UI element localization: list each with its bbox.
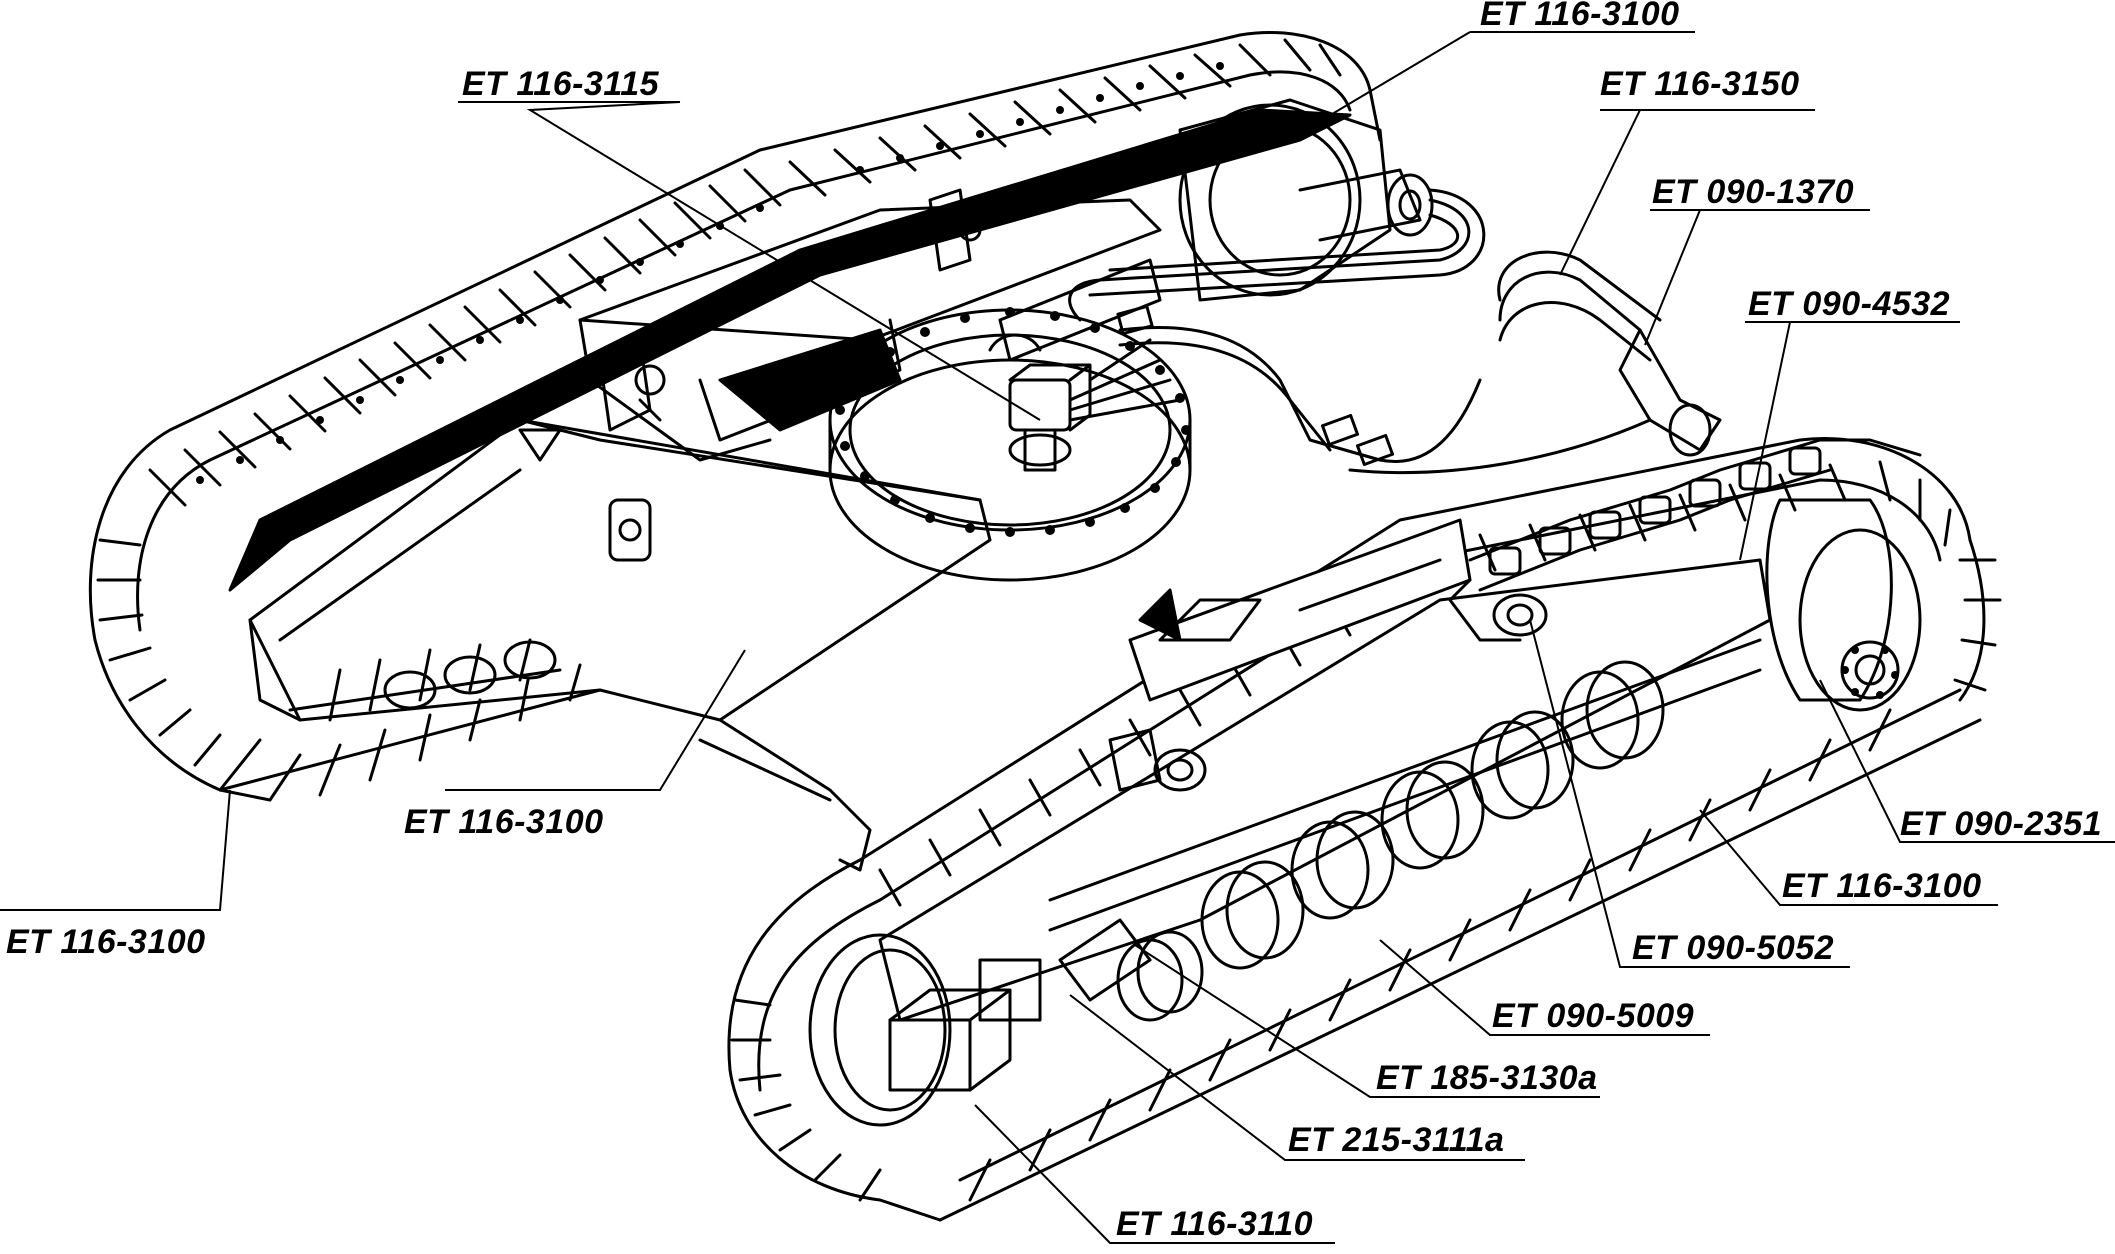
callout-label: ET 116-3100 (1480, 0, 1680, 33)
callout-label: ET 116-3150 (1600, 65, 1800, 103)
callout-label: ET 090-1370 (1652, 173, 1855, 211)
callout-label: ET 116-3100 (1782, 867, 1982, 905)
callout-label: ET 090-5052 (1632, 929, 1835, 967)
leader-c06 (445, 649, 746, 791)
leader-c05 (1739, 321, 1960, 561)
leader-c09 (1699, 809, 1998, 906)
leader-lines (0, 31, 2115, 1244)
left-track (88, 31, 1382, 802)
left-clevis (558, 188, 982, 432)
leader-c12 (1134, 944, 1600, 1098)
leader-c08 (1819, 679, 2115, 843)
leader-c04 (1644, 209, 1870, 346)
leader-c14 (974, 1104, 1335, 1244)
leader-c11 (1379, 939, 1710, 1036)
slewing-ring (828, 307, 1192, 582)
right-track (727, 437, 2002, 1222)
left-final-drive (1178, 98, 1434, 302)
carbody (578, 198, 1162, 462)
leader-c13 (1069, 994, 1525, 1161)
track-chain (1448, 438, 1922, 642)
callout-label: ET 116-3100 (404, 803, 604, 841)
callout-label: ET 090-2351 (1900, 805, 2103, 843)
left-track-frame (248, 418, 992, 872)
right-final-drive (1765, 498, 1922, 712)
leader-c02 (458, 101, 1041, 421)
leader-c01 (1279, 31, 1695, 146)
callout-label: ET 185-3130a (1376, 1059, 1598, 1097)
callout-label: ET 116-3100 (6, 923, 206, 961)
callout-label: ET 090-4532 (1748, 285, 1951, 323)
callout-label: ET 215-3111a (1288, 1121, 1505, 1159)
callout-label: ET 116-3110 (1116, 1205, 1314, 1243)
leader-c10 (1529, 619, 1850, 968)
leader-c07 (0, 789, 231, 911)
hydraulic-hoses (1068, 188, 1722, 475)
callout-label: ET 116-3115 (462, 65, 660, 103)
leader-c03 (1559, 109, 1815, 276)
callout-label: ET 090-5009 (1492, 997, 1695, 1035)
